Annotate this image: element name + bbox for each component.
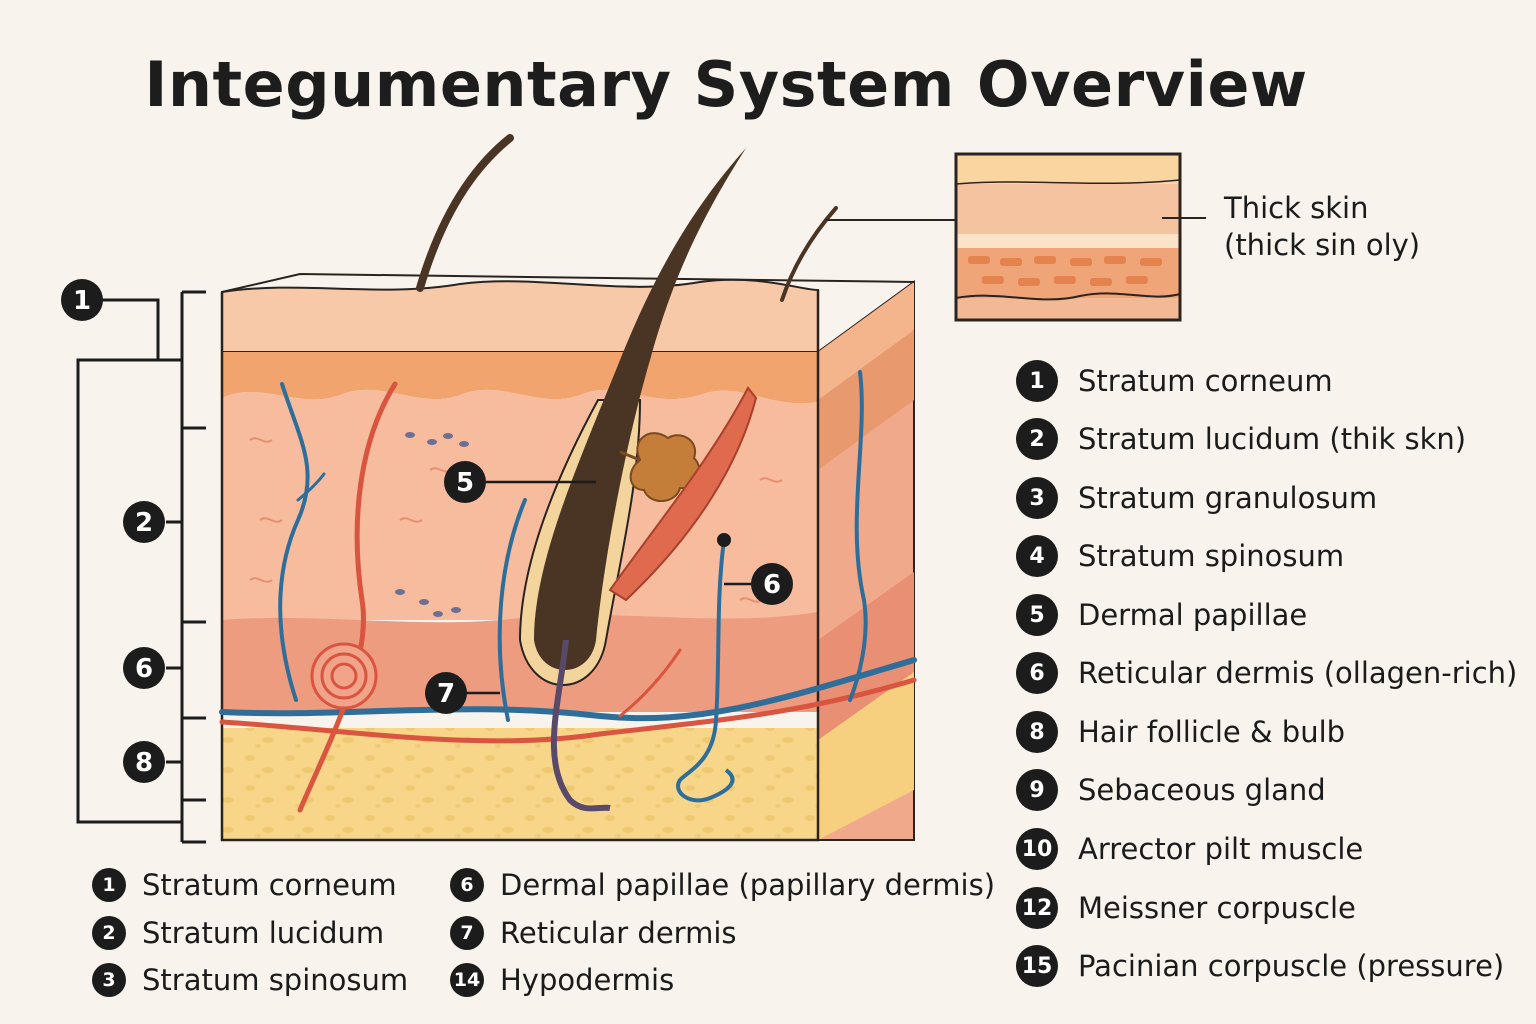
legend-text: Stratum spinosum [1078, 539, 1345, 573]
collagen-fibers [249, 437, 783, 603]
legend-item: 9 Sebaceous gland [1016, 769, 1326, 811]
legend-number-badge: 6 [1016, 652, 1058, 694]
legend-text: Reticular dermis [500, 916, 737, 950]
legend-text: Stratum granulosum [1078, 481, 1378, 515]
legend-text: Sebaceous gland [1078, 773, 1326, 807]
nerve-ending [676, 533, 735, 803]
callout-1: 1 [61, 279, 103, 321]
legend-item: 2 Stratum lucidum [92, 916, 384, 950]
legend-number-badge: 1 [92, 868, 126, 902]
svg-text:7: 7 [437, 679, 455, 709]
legend-item: 6 Dermal papillae (papillary dermis) [450, 868, 995, 902]
legend-number-badge: 8 [1016, 711, 1058, 753]
legend-text: Dermal papillae [1078, 598, 1308, 632]
legend-item: 3 Stratum granulosum [1016, 477, 1377, 519]
legend-text: Reticular dermis (ollagen-rich) [1078, 656, 1518, 690]
legend-number-badge: 5 [1016, 594, 1058, 636]
legend-text: Stratum lucidum (thik skn) [1078, 422, 1467, 456]
legend-item: 14 Hypodermis [450, 963, 674, 997]
thick-skin-inset [826, 152, 1206, 322]
legend-item: 15 Pacinian corpuscle (pressure) [1016, 945, 1504, 987]
legend-number-badge: 1 [1016, 360, 1058, 402]
callout-5: 5 [444, 461, 486, 503]
callout-2: 2 [123, 501, 165, 543]
legend-item: 4 Stratum spinosum [1016, 535, 1344, 577]
legend-number-badge: 4 [1016, 535, 1058, 577]
legend-text: Stratum spinosum [142, 963, 409, 997]
arrector-pili-muscle [608, 386, 758, 602]
legend-number-badge: 2 [92, 916, 126, 950]
legend-number-badge: 6 [450, 868, 484, 902]
legend-item: 10 Arrector pilt muscle [1016, 828, 1363, 870]
block-side-face [817, 280, 915, 841]
callout-leaders [466, 480, 752, 695]
thick-skin-label: Thick skin (thick sin oly) [1224, 190, 1420, 264]
legend-number-badge: 14 [450, 963, 484, 997]
legend-number-badge: 15 [1016, 945, 1058, 987]
surface-hairs [416, 134, 838, 302]
thick-skin-label-line2: (thick sin oly) [1224, 228, 1421, 262]
svg-text:2: 2 [135, 508, 153, 538]
legend-text: Stratum corneum [1078, 364, 1333, 398]
legend-item: 5 Dermal papillae [1016, 594, 1307, 636]
thick-skin-label-line1: Thick skin [1224, 191, 1369, 225]
legend-right: 1 Stratum corneum 2 Stratum lucidum (thik … [1016, 360, 1526, 990]
legend-item: 8 Hair follicle & bulb [1016, 711, 1345, 753]
legend-number-badge: 10 [1016, 828, 1058, 870]
legend-item: 3 Stratum spinosum [92, 963, 408, 997]
hair-follicle [518, 148, 746, 812]
svg-text:6: 6 [135, 654, 153, 684]
legend-text: Hypodermis [500, 963, 675, 997]
legend-text: Pacinian corpuscle (pressure) [1078, 949, 1505, 983]
callout-8: 8 [123, 741, 165, 783]
legend-bottom: 1 Stratum corneum 2 Stratum lucidum 3 Strat… [92, 868, 995, 1008]
legend-item: 6 Reticular dermis (ollagen-rich) [1016, 652, 1517, 694]
legend-item: 2 Stratum lucidum (thik skn) [1016, 418, 1466, 460]
layer-brackets [76, 290, 206, 844]
svg-text:5: 5 [456, 468, 474, 498]
legend-text: Stratum lucidum [142, 916, 385, 950]
callout-7: 7 [425, 672, 467, 714]
svg-text:8: 8 [135, 748, 153, 778]
legend-text: Meissner corpuscle [1078, 891, 1356, 925]
legend-item: 1 Stratum corneum [1016, 360, 1333, 402]
legend-number-badge: 3 [92, 963, 126, 997]
legend-item: 12 Meissner corpuscle [1016, 887, 1356, 929]
svg-text:6: 6 [763, 570, 781, 600]
callout-6-left: 6 [123, 647, 165, 689]
legend-number-badge: 7 [450, 916, 484, 950]
legend-number-badge: 9 [1016, 769, 1058, 811]
cell-clusters [395, 432, 469, 617]
legend-number-badge: 2 [1016, 418, 1058, 460]
legend-item: 1 Stratum corneum [92, 868, 397, 902]
legend-text: Dermal papillae (papillary dermis) [500, 868, 996, 902]
legend-text: Arrector pilt muscle [1078, 832, 1364, 866]
legend-text: Hair follicle & bulb [1078, 715, 1346, 749]
blood-vessels [219, 370, 917, 813]
legend-item: 7 Reticular dermis [450, 916, 737, 950]
svg-text:1: 1 [73, 286, 91, 316]
legend-number-badge: 3 [1016, 477, 1058, 519]
legend-text: Stratum corneum [142, 868, 397, 902]
pacinian-corpuscle [310, 642, 378, 710]
page-title: Integumentary System Overview [144, 48, 1308, 121]
legend-number-badge: 12 [1016, 887, 1058, 929]
callout-6-inner: 6 [751, 563, 793, 605]
